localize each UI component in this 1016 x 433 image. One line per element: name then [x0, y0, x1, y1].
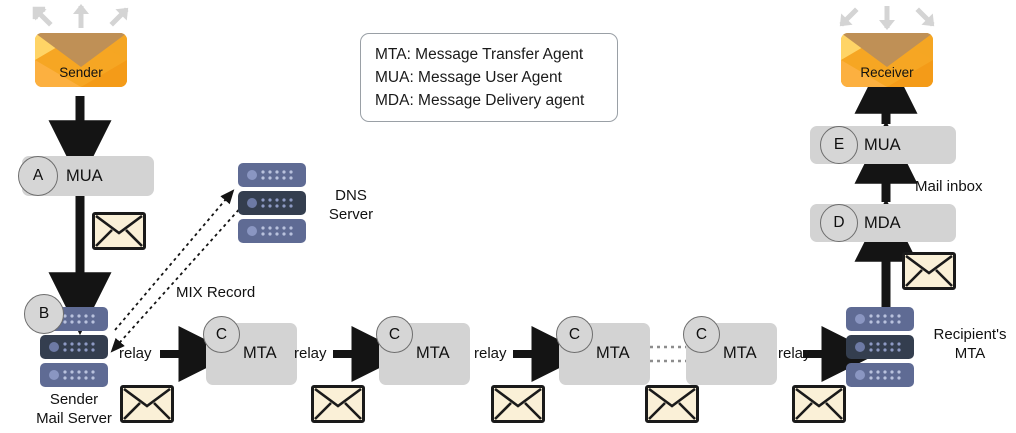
- relay-label-4: relay: [778, 345, 811, 362]
- dns-server-caption: DNS Server: [316, 186, 386, 224]
- badge-b: B: [24, 294, 64, 334]
- sender-server-caption-line2: Mail Server: [36, 410, 112, 427]
- mail-icon-4: [645, 385, 699, 423]
- legend-box: MTA: Message Transfer Agent MUA: Message…: [360, 33, 618, 122]
- dns-server-rack: [238, 163, 306, 244]
- rack-unit-1: [238, 163, 306, 187]
- rack-vents-icon: [63, 370, 95, 380]
- mail-glyph: [314, 388, 362, 420]
- envelope-flap: [841, 33, 933, 67]
- rack-led: [855, 370, 865, 380]
- receiver-label: Receiver: [860, 65, 914, 80]
- label-mta-4: MTA: [723, 344, 757, 362]
- rack-led: [247, 226, 257, 236]
- rack-vents-icon: [261, 170, 293, 180]
- rack-vents-icon: [869, 370, 901, 380]
- rack-unit-3: [238, 219, 306, 243]
- badge-c3: C: [556, 316, 593, 353]
- rack-led: [49, 342, 59, 352]
- recipient-mta-rack: [846, 307, 914, 388]
- recipient-caption-line2: MTA: [954, 345, 986, 362]
- label-mta-3: MTA: [596, 344, 630, 362]
- legend-line-mta: MTA: Message Transfer Agent: [375, 46, 584, 63]
- rack-vents-icon: [869, 342, 901, 352]
- recipient-caption-line1: Recipient's: [933, 326, 1007, 343]
- rack-vents-icon: [63, 342, 95, 352]
- badge-c1: C: [203, 316, 240, 353]
- rack-unit-2: [40, 335, 108, 359]
- mail-icon-mda: [902, 252, 956, 290]
- dns-caption-line2: Server: [328, 206, 374, 223]
- mix-record-label: MIX Record: [176, 284, 256, 301]
- badge-c2: C: [376, 316, 413, 353]
- dotted-connector-mta3-mta4: [650, 345, 686, 363]
- mail-glyph: [95, 215, 143, 247]
- sender-envelope: Sender: [35, 33, 127, 87]
- badge-e: E: [820, 126, 858, 164]
- rack-unit-2: [846, 335, 914, 359]
- mail-inbox-label: Mail inbox: [915, 178, 983, 195]
- legend-line-mua: MUA: Message User Agent: [375, 69, 562, 86]
- rack-led: [247, 170, 257, 180]
- relay-label-3: relay: [474, 345, 507, 362]
- mail-icon-1: [120, 385, 174, 423]
- badge-a: A: [18, 156, 58, 196]
- mail-glyph: [494, 388, 542, 420]
- rack-vents-icon: [261, 198, 293, 208]
- mail-glyph: [905, 255, 953, 287]
- mail-glyph: [795, 388, 843, 420]
- mail-glyph: [123, 388, 171, 420]
- sender-label: Sender: [59, 65, 103, 80]
- recipient-mta-caption: Recipient's MTA: [924, 325, 1016, 363]
- relay-label-1: relay: [119, 345, 152, 362]
- rack-vents-icon: [261, 226, 293, 236]
- mail-icon-3: [491, 385, 545, 423]
- label-mta-1: MTA: [243, 344, 277, 362]
- rack-vents-icon: [63, 314, 95, 324]
- receiver-envelope: Receiver: [841, 33, 933, 87]
- rack-unit-3: [40, 363, 108, 387]
- label-mta-2: MTA: [416, 344, 450, 362]
- mail-glyph: [648, 388, 696, 420]
- rack-led: [49, 370, 59, 380]
- dns-caption-line1: DNS: [335, 187, 367, 204]
- mail-icon-mua-sender: [92, 212, 146, 250]
- label-mua-sender: MUA: [66, 167, 103, 185]
- mail-icon-2: [311, 385, 365, 423]
- envelope-flap: [35, 33, 127, 67]
- sender-mail-server-caption: Sender Mail Server: [19, 390, 129, 428]
- rack-led: [247, 198, 257, 208]
- sender-hint-arrows: [32, 4, 129, 28]
- rack-unit-1: [846, 307, 914, 331]
- relay-label-2: relay: [294, 345, 327, 362]
- sender-mail-server-rack: [40, 307, 108, 388]
- sender-server-caption-line1: Sender: [49, 391, 99, 408]
- mail-icon-5: [792, 385, 846, 423]
- rack-unit-2: [238, 191, 306, 215]
- label-mua-receiver: MUA: [864, 136, 901, 154]
- rack-unit-3: [846, 363, 914, 387]
- badge-d: D: [820, 204, 858, 242]
- badge-c4: C: [683, 316, 720, 353]
- rack-vents-icon: [869, 314, 901, 324]
- receiver-hint-arrows: [839, 6, 935, 30]
- label-mda: MDA: [864, 214, 901, 232]
- rack-led: [855, 314, 865, 324]
- legend-line-mda: MDA: Message Delivery agent: [375, 92, 585, 109]
- rack-led: [855, 342, 865, 352]
